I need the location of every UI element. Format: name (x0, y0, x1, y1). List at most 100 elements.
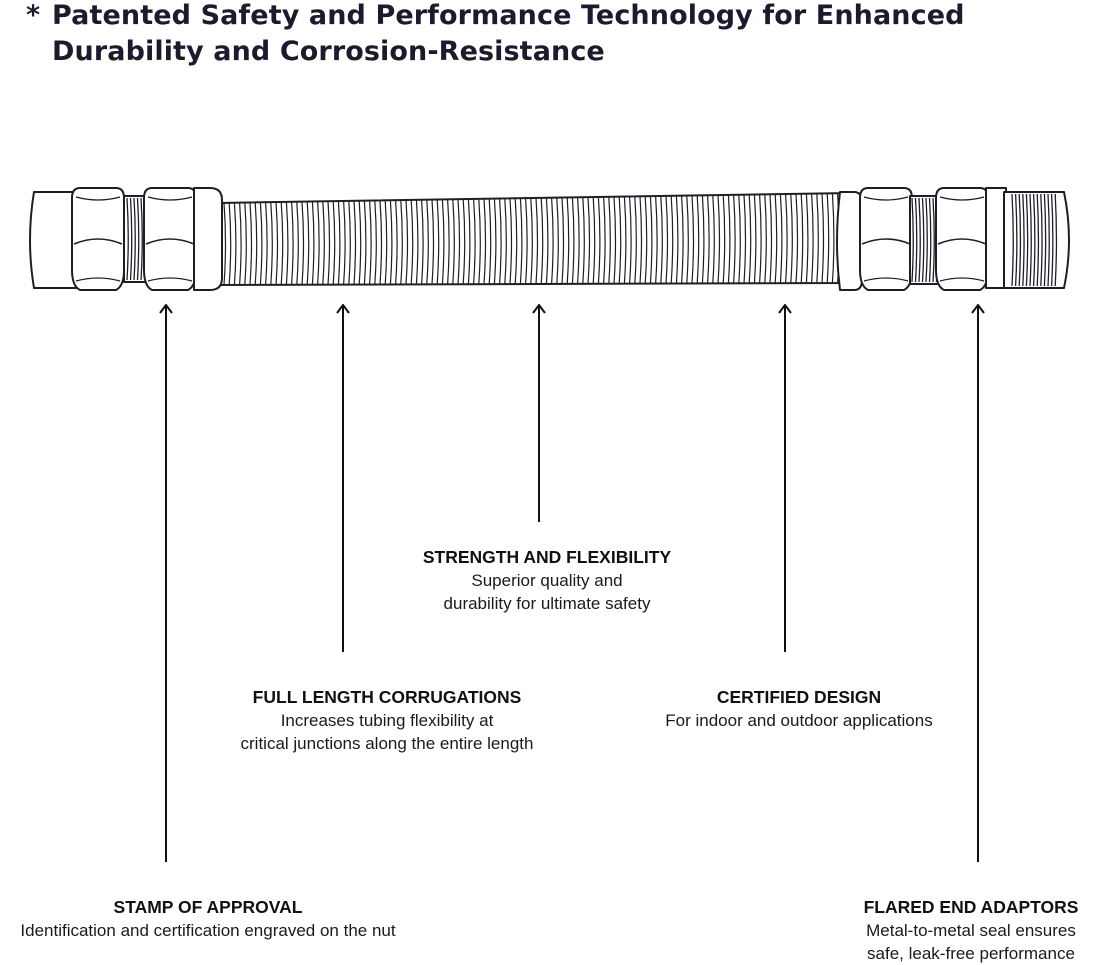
left-hex-nut-2-facet (147, 196, 193, 201)
title-line-2: Durability and Corrosion-Resistance (52, 36, 605, 67)
corrugation-rib (363, 200, 367, 285)
left-hex-nut-2-facet (145, 238, 195, 245)
corrugation-rib (249, 202, 253, 285)
corrugation-rib (514, 198, 518, 285)
corrugation-rib (228, 202, 232, 285)
corrugation-rib (332, 201, 336, 285)
corrugation-rib (811, 193, 814, 284)
corrugation-rib (613, 196, 617, 284)
corrugation-rib (831, 193, 835, 284)
corrugation-rib (389, 200, 393, 285)
right-adaptor-thread-rib (1022, 193, 1025, 287)
callout-desc: Increases tubing flexibility at (280, 711, 494, 730)
corrugation-rib (244, 202, 247, 285)
right-adaptor-thread-rib (1054, 193, 1058, 287)
corrugation-rib (629, 196, 632, 284)
corrugation-rib (722, 194, 726, 284)
corrugation-rib (540, 197, 544, 285)
corrugation-rib (592, 197, 596, 284)
corrugation-rib (233, 202, 237, 285)
corrugation-rib (327, 201, 331, 285)
corrugation-rib (462, 199, 466, 285)
corrugation-rib (655, 196, 658, 284)
corrugation-rib (634, 196, 637, 284)
corrugation-rib (337, 201, 341, 285)
callout-strength-and-flexibility: STRENGTH AND FLEXIBILITY Superior qualit… (386, 546, 708, 615)
right-hex-nut-2-facet (937, 238, 987, 245)
right-adaptor-thread-rib (1050, 193, 1054, 287)
corrugation-rib (738, 194, 741, 284)
corrugation-rib (395, 200, 398, 285)
corrugation-rib (639, 196, 643, 284)
corrugation-rib (379, 200, 383, 285)
callout-desc: safe, leak-free performance (867, 944, 1075, 963)
corrugation-rib (779, 194, 783, 284)
corrugation-rib (764, 194, 767, 284)
corrugation-rib (431, 199, 435, 285)
left-hex-nut-2-facet (147, 277, 193, 282)
corrugation-rib (343, 200, 346, 285)
callout-stamp-of-approval: STAMP OF APPROVAL Identification and cer… (0, 896, 416, 942)
right-hex-nut-2-facet (939, 196, 985, 201)
corrugation-rib (556, 197, 559, 285)
corrugation-rib (291, 201, 294, 285)
right-adaptor-thread-rib (1047, 193, 1050, 287)
corrugation-rib (743, 194, 747, 284)
corrugation-rib (800, 193, 804, 284)
callout-full-length-corrugations: FULL LENGTH CORRUGATIONS Increases tubin… (206, 686, 568, 755)
corrugation-rib (280, 201, 284, 285)
right-hex-nut-2-facet (939, 277, 985, 282)
corrugation-rib (473, 198, 476, 285)
corrugation-rib (415, 199, 419, 285)
callout-desc: For indoor and outdoor applications (665, 711, 933, 730)
right-thread-rib (928, 197, 932, 283)
corrugation-rib (582, 197, 585, 284)
callout-desc: Identification and certification engrave… (20, 921, 396, 940)
corrugation-rib (530, 198, 533, 285)
left-collar (193, 187, 223, 291)
right-adaptor-thread-rib (1018, 193, 1022, 287)
corrugation-rib (426, 199, 429, 285)
left-thread-rib (129, 197, 133, 281)
left-thread-rib (140, 197, 143, 281)
callout-certified-design: CERTIFIED DESIGN For indoor and outdoor … (640, 686, 958, 732)
corrugation-rib (686, 195, 689, 284)
corrugation-rib (348, 200, 351, 285)
arrow-certified-design (778, 304, 792, 652)
callout-heading: FLARED END ADAPTORS (863, 897, 1079, 917)
corrugation-rib (509, 198, 513, 285)
corrugation-rib (311, 201, 315, 285)
corrugation-rib (701, 195, 705, 284)
corrugation-rib (239, 202, 242, 286)
corrugation-rib (603, 196, 606, 284)
corrugation-rib (447, 199, 450, 285)
corrugation-rib (785, 193, 788, 284)
corrugation-rib (759, 194, 762, 284)
corrugation-rib (535, 197, 539, 285)
right-adaptor-thread-rib (1014, 193, 1018, 287)
callout-heading: STAMP OF APPROVAL (113, 897, 303, 917)
corrugation-rib (405, 199, 409, 285)
corrugation-rib (483, 198, 487, 285)
corrugation-rib (691, 195, 695, 284)
right-adaptor-thread-rib (1032, 193, 1036, 287)
corrugation-rib (384, 200, 388, 285)
right-thread-rib (914, 197, 918, 283)
corrugation-rib (400, 200, 403, 285)
corrugation-rib (618, 196, 622, 284)
corrugation-rib (821, 193, 825, 284)
arrow-stamp-of-approval (159, 304, 173, 862)
corrugation-rib (597, 196, 601, 284)
left-thread-rib (126, 197, 129, 281)
right-adaptor-thread-rib (1011, 193, 1014, 287)
corrugation-rib (322, 201, 325, 285)
right-thread-rib (921, 197, 925, 283)
corrugation-rib (566, 197, 570, 284)
right-hex-nut-1-facet (863, 196, 909, 201)
corrugation-rib (753, 194, 757, 284)
corrugation-rib (665, 195, 669, 284)
arrow-full-length-corrugations (336, 304, 350, 652)
callout-heading: CERTIFIED DESIGN (716, 687, 882, 707)
title-line-1: Patented Safety and Performance Technolo… (52, 0, 965, 31)
corrugation-rib (577, 197, 580, 284)
